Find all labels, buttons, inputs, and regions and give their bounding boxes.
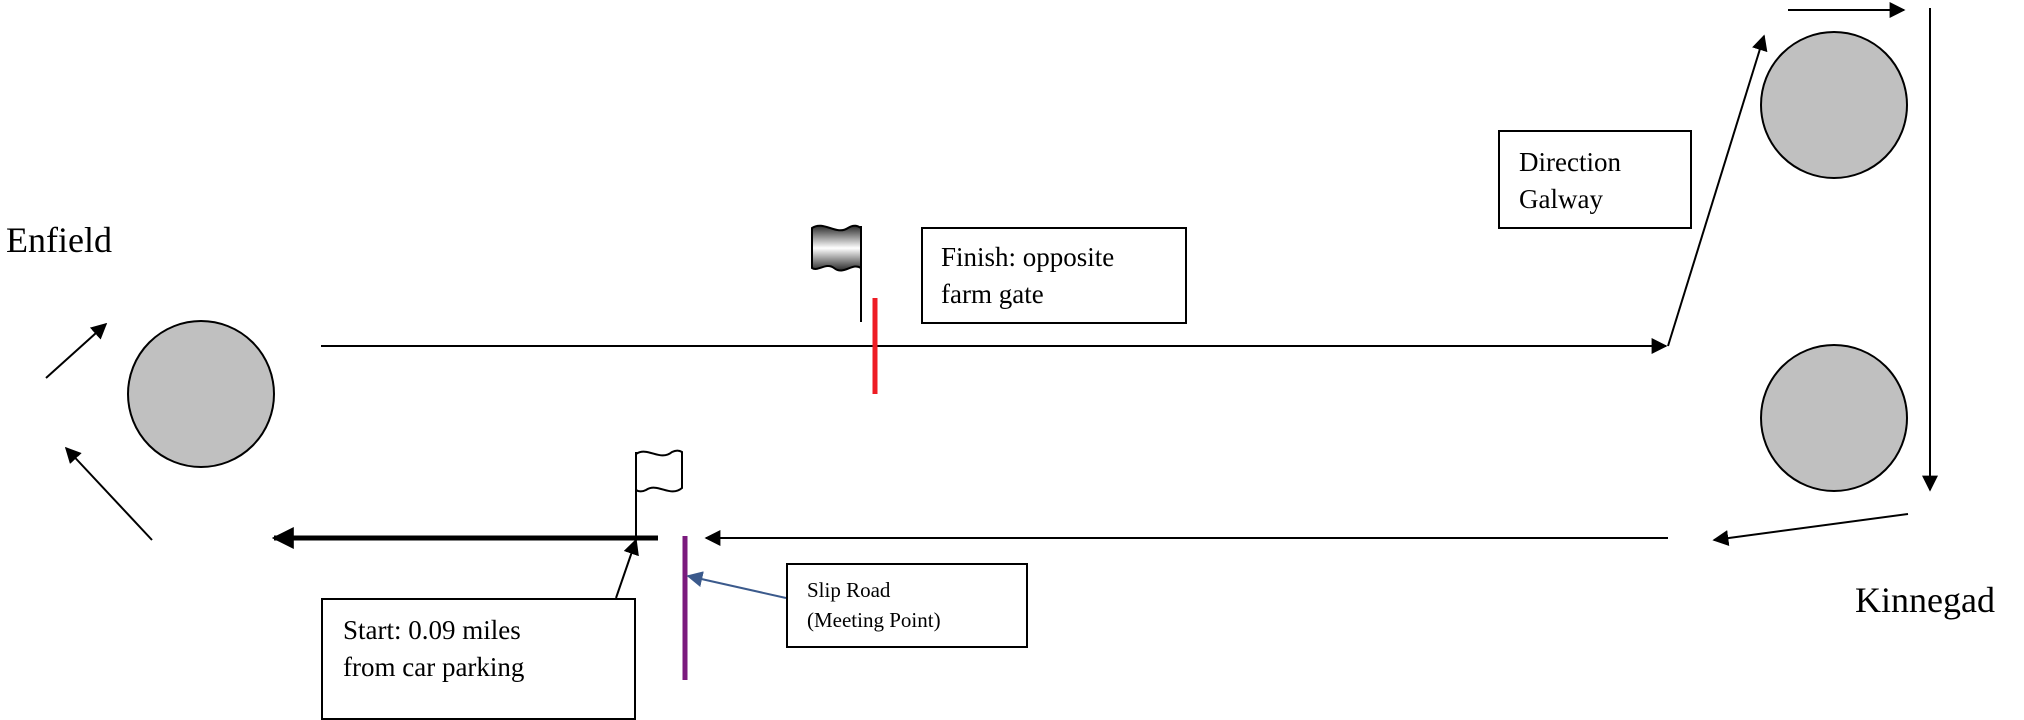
place-label-kinnegad: Kinnegad	[1855, 580, 1995, 620]
slip-road-callout: Slip Road (Meeting Point)	[786, 563, 1028, 648]
slip-road-callout-text: Slip Road (Meeting Point)	[807, 578, 941, 632]
direction-callout-text: Direction Galway	[1519, 147, 1621, 214]
roundabout-enfield	[127, 320, 275, 468]
road-from-lower-roundabout-arrow	[1712, 513, 1909, 547]
roundabout-kinnegad-lower	[1760, 344, 1908, 492]
start-pointer-arrow	[615, 538, 639, 599]
start-callout-text: Start: 0.09 miles from car parking	[343, 615, 525, 682]
road-to-upper-roundabout-arrow	[1667, 34, 1768, 347]
place-label-enfield: Enfield	[6, 220, 112, 260]
finish-callout: Finish: opposite farm gate	[921, 227, 1187, 324]
finish-callout-text: Finish: opposite farm gate	[941, 242, 1115, 309]
checkered-flag-icon	[811, 224, 862, 322]
start-callout: Start: 0.09 miles from car parking	[321, 598, 636, 720]
slip-road-pointer-arrow	[686, 571, 787, 599]
white-flag-icon	[635, 449, 683, 540]
roundabout-kinnegad-upper	[1760, 31, 1908, 179]
enfield-exit-arrow-lower	[64, 446, 153, 541]
direction-callout: Direction Galway	[1498, 130, 1692, 229]
enfield-exit-arrow-upper	[45, 322, 108, 379]
